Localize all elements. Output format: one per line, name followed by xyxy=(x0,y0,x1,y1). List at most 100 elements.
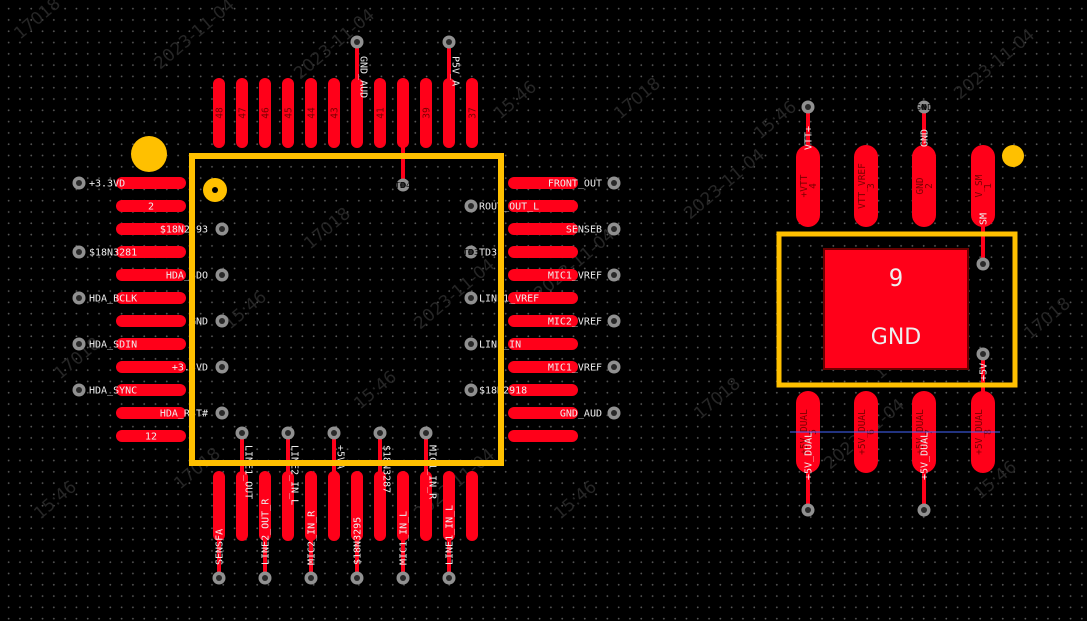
u1-left-pad-12[interactable] xyxy=(116,430,186,442)
u1-top-pad-2[interactable] xyxy=(236,78,248,148)
u1-top-trace-11 xyxy=(447,42,451,82)
u1-right-pad-3[interactable] xyxy=(508,223,578,235)
u1-inner-trace-4 xyxy=(286,433,290,475)
u2-top-pad-1[interactable] xyxy=(971,145,995,227)
u1-left-pad-2[interactable] xyxy=(116,200,186,212)
u1-left-net-10: HDA_SYNC xyxy=(89,386,137,397)
u1-left-pad-11[interactable] xyxy=(116,407,186,419)
u1-top-via-11-hole xyxy=(446,39,452,45)
u1-bottom-trace-1 xyxy=(217,538,221,578)
u1-top-num-3: 46 xyxy=(261,107,272,119)
u1-left-via-8-hole xyxy=(76,341,82,347)
watermark-text: 17018 xyxy=(300,204,354,254)
u1-left-via-10-hole xyxy=(76,387,82,393)
u1-top-pad-1[interactable] xyxy=(213,78,225,148)
u1-right-net-2: ROUT_OUT_L xyxy=(479,202,539,213)
u1-top-pad-10[interactable] xyxy=(420,78,432,148)
u1-left-via-11-hole xyxy=(219,410,225,416)
u1-bottom-pad-10[interactable] xyxy=(420,471,432,541)
u1-bottom-net-11: LINE1_IN_L xyxy=(445,505,456,565)
u1-top-pad-4[interactable] xyxy=(282,78,294,148)
u1-td4-via-label: TD4 xyxy=(394,181,411,190)
u1-bottom-pad-9[interactable] xyxy=(397,471,409,541)
u1-left-pad-8[interactable] xyxy=(116,338,186,350)
u1-bottom-pad-7[interactable] xyxy=(351,471,363,541)
u1-bottom-pad-8[interactable] xyxy=(374,471,386,541)
u1-top-pad-11[interactable] xyxy=(443,78,455,148)
u1-top-pad-5[interactable] xyxy=(305,78,317,148)
u1-right-pad-9[interactable] xyxy=(508,361,578,373)
u1-right-pad-11[interactable] xyxy=(508,407,578,419)
u2-top-via-1-hole xyxy=(980,261,986,267)
u1-right-pad-7[interactable] xyxy=(508,315,578,327)
u2-top-pad-4[interactable] xyxy=(796,145,820,227)
watermark-text: 2023-11-04 xyxy=(950,25,1039,104)
u1-left-net-12: 12 xyxy=(145,432,157,443)
u1-top-num-4: 45 xyxy=(284,107,295,118)
watermark-text: 17018 xyxy=(10,0,64,44)
u1-inner-trace-10 xyxy=(424,433,428,475)
u1-inner-net-8: $18N3287 xyxy=(381,445,392,493)
u1-top-pad-3[interactable] xyxy=(259,78,271,148)
u2-bottom-via-8-hole xyxy=(980,351,986,357)
u1-right-via-7-hole xyxy=(611,318,617,324)
u2-top-pad-2[interactable] xyxy=(912,145,936,227)
u1-right-pad-1[interactable] xyxy=(508,177,578,189)
u1-right-net-4: TD3 xyxy=(479,248,497,259)
u1-top-via-7-hole xyxy=(354,39,360,45)
u1-right-via-11-hole xyxy=(611,410,617,416)
u1-top-net-7: GND_AUD xyxy=(358,56,369,98)
u1-right-pad-10[interactable] xyxy=(508,384,578,396)
u1-right-pad-12[interactable] xyxy=(508,430,578,442)
u1-bottom-via-7-hole xyxy=(354,575,360,581)
u1-right-pad-6[interactable] xyxy=(508,292,578,304)
u1-left-pad-4[interactable] xyxy=(116,246,186,258)
u1-left-pad-7[interactable] xyxy=(116,315,186,327)
u1-right-pad-2[interactable] xyxy=(508,200,578,212)
u1-left-pad-10[interactable] xyxy=(116,384,186,396)
u2-top-via-2-label: GND xyxy=(915,103,933,112)
u1-left-net-8: HDA_SDIN xyxy=(89,340,137,351)
u1-top-pad-12[interactable] xyxy=(466,78,478,148)
u1-bottom-net-1: SENSFA xyxy=(215,529,226,565)
u2-top-pad-3[interactable] xyxy=(854,145,878,227)
u1-top-pad-9[interactable] xyxy=(397,78,409,148)
u1-right-pad-4[interactable] xyxy=(508,246,578,258)
u2-thermal-pad[interactable] xyxy=(823,248,969,370)
u1-left-pad-3[interactable] xyxy=(116,223,186,235)
u1-top-pad-7[interactable] xyxy=(351,78,363,148)
u1-top-pad-8[interactable] xyxy=(374,78,386,148)
u1-bottom-pad-3[interactable] xyxy=(259,471,271,541)
watermark-text: 15:46 xyxy=(30,477,80,524)
u1-right-pad-5[interactable] xyxy=(508,269,578,281)
u1-bottom-pad-6[interactable] xyxy=(328,471,340,541)
u1-left-pad-5[interactable] xyxy=(116,269,186,281)
u1-left-via-4-hole xyxy=(76,249,82,255)
u1-right-via-2-hole xyxy=(468,203,474,209)
u1-bottom-pad-11[interactable] xyxy=(443,471,455,541)
u1-left-net-5: HDA_SDO xyxy=(166,271,208,282)
component-u1-qfn48[interactable]: +3.3VD2$18N2593$18N3281HDA_SDOHDA_BCLKGN… xyxy=(72,35,621,585)
u1-right-net-11: GND_AUD xyxy=(560,409,602,420)
u1-left-pad-1[interactable] xyxy=(116,177,186,189)
watermark-text: 15:46 xyxy=(490,77,540,124)
u2-pin1-marker xyxy=(1002,145,1024,167)
u1-bottom-via-1-hole xyxy=(216,575,222,581)
u1-bottom-pad-2[interactable] xyxy=(236,471,248,541)
u1-bottom-pad-1[interactable] xyxy=(213,471,225,541)
u1-top-num-6: 43 xyxy=(330,107,341,118)
u1-top-net-11: P5V_A xyxy=(450,56,461,86)
u1-bottom-pad-12[interactable] xyxy=(466,471,478,541)
u1-left-pad-6[interactable] xyxy=(116,292,186,304)
u1-right-net-3: SENSEB xyxy=(566,225,602,236)
u1-right-pad-8[interactable] xyxy=(508,338,578,350)
u2-top-pad-num-1: 1 xyxy=(983,183,994,189)
u1-right-net-7: MIC2_VREF xyxy=(548,317,602,328)
u1-bottom-pad-4[interactable] xyxy=(282,471,294,541)
u1-bottom-via-5-hole xyxy=(308,575,314,581)
u1-top-pad-6[interactable] xyxy=(328,78,340,148)
u1-bottom-pad-5[interactable] xyxy=(305,471,317,541)
u1-left-pad-9[interactable] xyxy=(116,361,186,373)
